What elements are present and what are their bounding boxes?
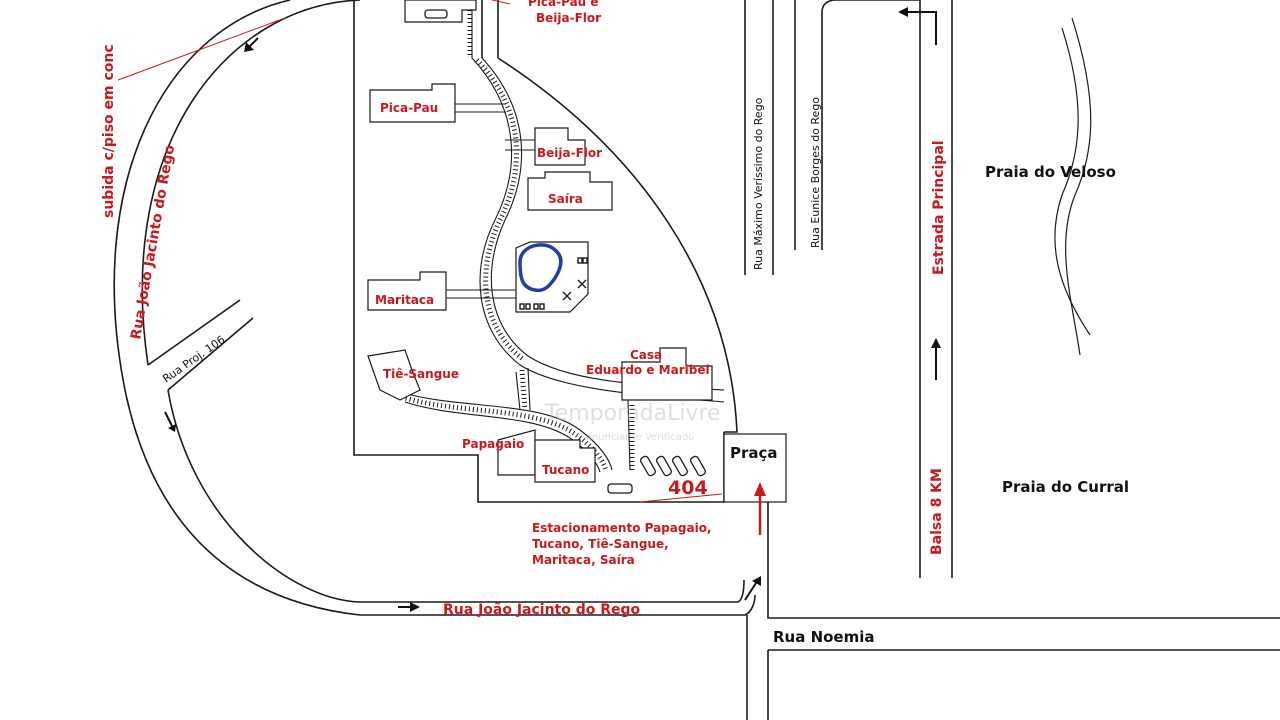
building-pica-pau [369,83,456,123]
label-tie-sangue: Tiê-Sangue [383,367,459,381]
arrow-icon [398,602,420,612]
arrow-icon [744,576,761,601]
label-pica-pau-beija-flor: Pica-Pau e [528,0,599,9]
praca-block [723,433,787,503]
pointer-lines [117,0,723,503]
label-praia-veloso: Praia do Veloso [985,163,1116,181]
label-parking-2: Tucano, Tiê-Sangue, [532,537,669,551]
watermark-subtitle: Anunciante Verificado [585,432,694,443]
vertical-streets [744,0,953,578]
label-estrada-principal: Estrada Principal [931,140,947,275]
loop-road [113,0,756,616]
beach-boundary [1054,17,1092,356]
pool [518,243,563,293]
label-pica-pau: Pica-Pau [380,101,438,115]
walkways [399,0,725,473]
building-maritaca [367,271,447,311]
parked-cars [424,9,707,494]
label-tucano: Tucano [542,463,589,477]
label-rua-joao-vertical: Rua João Jacinto do Rego [128,143,178,340]
label-eduardo-maribel: Eduardo e Maribel [586,363,710,377]
label-pica-pau-beija-flor-2: Beija-Flor [536,11,601,25]
label-property-number: 404 [668,477,708,499]
arrow-icon [898,7,937,45]
label-saira: Saíra [548,192,583,206]
label-rua-noemia: Rua Noemia [773,628,875,646]
label-rua-proj: Rua Proj. 106 [160,333,227,385]
label-maritaca: Maritaca [375,293,434,307]
label-subida: subida c/piso em conc [101,44,117,218]
building-casa [621,347,713,401]
building-tucano [534,439,596,483]
label-parking-1: Estacionamento Papagaio, [532,521,712,535]
label-rua-joao-bottom: Rua João Jacinto do Rego [443,602,641,618]
label-rua-eunice: Rua Eunice Borges do Rego [809,97,822,248]
building-tie-sangue [367,349,421,401]
direction-arrows [164,7,941,612]
arrow-icon [164,411,176,432]
label-casa: Casa [630,348,662,362]
label-rua-maximo: Rua Máximo Veríssimo do Rego [752,97,765,270]
watermark-logo: TemporadaLivre [544,401,721,426]
arrow-icon [931,338,941,380]
rua-noemia-road [746,502,1280,720]
label-beija-flor: Beija-Flor [537,146,602,160]
label-papagaio: Papagaio [462,437,524,451]
building-beija-flor [534,127,586,166]
building-saira [527,171,613,211]
route-arrow-icon [754,482,766,535]
label-praia-curral: Praia do Curral [1002,478,1129,496]
arrow-icon [244,37,259,52]
label-parking-3: Maritaca, Saíra [532,553,635,567]
label-praca: Praça [730,444,778,462]
label-balsa: Balsa 8 KM [929,468,945,555]
pool-furniture [519,257,588,310]
